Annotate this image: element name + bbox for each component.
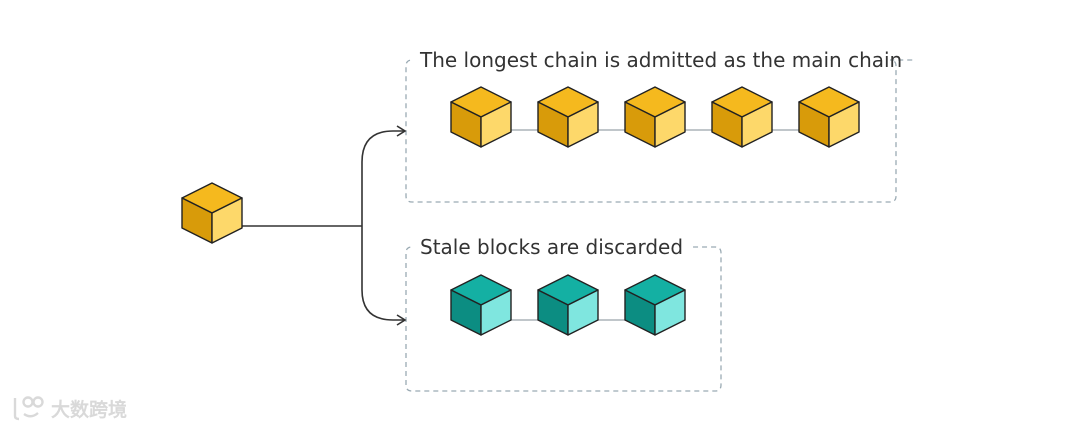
- fork-connector-to-main: [361, 125, 407, 226]
- watermark-logo: 大数跨境: [13, 396, 127, 421]
- watermark-text: 大数跨境: [51, 398, 127, 421]
- main-chain-block-1: [450, 86, 512, 148]
- stale-chain-block-2: [537, 274, 599, 336]
- main-chain-block-2: [537, 86, 599, 148]
- stale-chain-blocks: [450, 274, 686, 336]
- fork-block-cube: [181, 182, 243, 244]
- main-chain-block-4: [711, 86, 773, 148]
- main-chain-block-5: [798, 86, 860, 148]
- stale-chain-block-1: [450, 274, 512, 336]
- main-chain-blocks: [450, 86, 860, 148]
- stale-chain-frame: [405, 246, 722, 392]
- stale-chain-block-3: [624, 274, 686, 336]
- main-chain-block-3: [624, 86, 686, 148]
- main-chain-title: The longest chain is admitted as the mai…: [419, 48, 902, 72]
- fork-origin-block: [181, 182, 243, 244]
- watermark-icon: [13, 396, 44, 421]
- fork-connector-to-stale: [361, 226, 407, 326]
- stale-chain-title: Stale blocks are discarded: [420, 235, 683, 259]
- main-chain-frame: [405, 59, 913, 203]
